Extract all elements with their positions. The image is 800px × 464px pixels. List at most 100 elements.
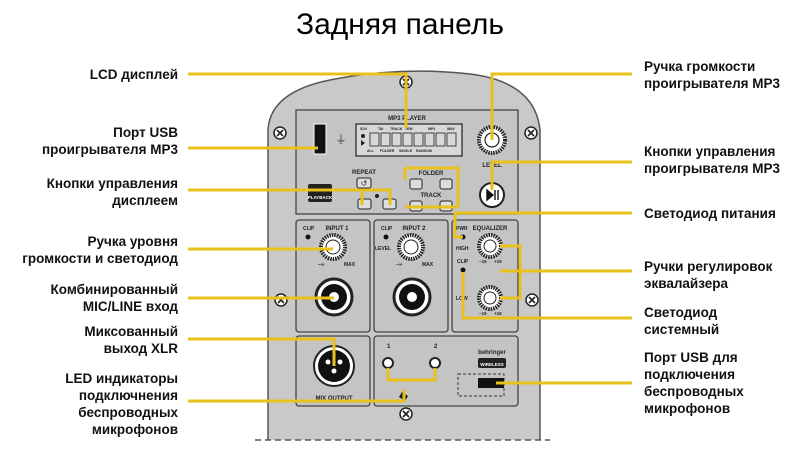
lcd-bottom-label: ALL	[367, 149, 375, 153]
label-line: проигрывателя MP3	[644, 76, 781, 91]
clip-label: CLIP	[303, 226, 315, 232]
pwr-label: PWR	[456, 226, 468, 232]
label-line: микрофонов	[91, 422, 178, 437]
label-line: системный	[644, 322, 720, 337]
label-lcd-display: LCD дисплей	[0, 66, 178, 83]
folder-label: FOLDER	[419, 171, 444, 177]
label-system-led: Светодиод системный	[644, 304, 800, 338]
folder-prev-button[interactable]	[409, 178, 423, 190]
label-line: микрофонов	[644, 401, 731, 416]
label-line: Ручка громкости	[644, 59, 756, 74]
label-mp3-buttons: Кнопки управления проигрывателя MP3	[644, 143, 800, 177]
lcd-bottom-label: SINGLE	[399, 149, 413, 153]
label-usb-mp3-port: Порт USB проигрывателя MP3	[0, 124, 178, 158]
input2-label: INPUT 2	[402, 226, 426, 232]
callout-lines	[188, 72, 632, 403]
label-line: Ручка уровня	[87, 234, 178, 249]
lcd-top-label: WAV	[447, 127, 455, 131]
mic1-led	[382, 357, 394, 369]
lcd-dot-icon	[361, 134, 365, 138]
label-level-knob: Ручка уровня громкости и светодиод	[0, 233, 178, 267]
lcd-top-label: TRACK	[390, 127, 403, 131]
display-button-left[interactable]	[357, 198, 372, 210]
label-line: Светодиод питания	[644, 206, 776, 221]
eq-min-label: −15	[479, 259, 487, 264]
clip-label: CLIP	[381, 226, 393, 232]
max-label: MAX	[344, 262, 356, 268]
label-display-buttons: Кнопки управления дисплеем	[0, 175, 178, 209]
label-mp3-volume-knob: Ручка громкости проигрывателя MP3	[644, 58, 800, 92]
label-wireless-usb-port: Порт USB для подключения беспроводных ми…	[644, 349, 800, 417]
label-line: LED индикаторы	[65, 371, 178, 386]
wireless-usb-port[interactable]	[478, 378, 504, 388]
usb-icon: ⏚	[336, 133, 347, 146]
lcd-bottom-label: FOLDER	[380, 149, 395, 153]
label-line: Миксованный	[84, 324, 178, 339]
label-line: Светодиод	[644, 305, 718, 320]
label-line: Кнопки управления	[46, 176, 178, 191]
wireless-badge-label: WIRELESS	[480, 362, 504, 367]
label-line: дисплеем	[112, 193, 178, 208]
label-line: Порт USB для	[644, 350, 738, 365]
label-line: подключнения	[78, 388, 178, 403]
label-line: MIC/LINE вход	[82, 299, 178, 314]
lcd-top-label: SD/I	[360, 127, 367, 131]
min-label: −∞	[318, 262, 325, 268]
mic1-label: 1	[387, 344, 391, 350]
label-line: проигрывателя MP3	[644, 161, 781, 176]
display-indicator-icon	[375, 194, 379, 198]
label-power-led: Светодиод питания	[644, 205, 800, 222]
label-eq-knobs: Ручки регулировок эквалайзера	[644, 258, 800, 292]
label-line: громкости и светодиод	[22, 251, 178, 266]
lcd-top-label: TAI	[378, 127, 383, 131]
mic2-label: 2	[434, 344, 438, 350]
eq-min-label: −15	[479, 311, 487, 316]
repeat-icon: ↺	[361, 179, 368, 188]
playback-label: PLAYBACK	[308, 195, 333, 200]
track-label: TRACK	[421, 193, 443, 199]
lcd-bottom-label: RANDOM	[416, 149, 432, 153]
clip-label: CLIP	[457, 259, 469, 265]
mix-output-label: MIX OUTPUT	[316, 396, 353, 402]
label-line: Ручки регулировок	[644, 259, 773, 274]
lcd-top-label: MP3	[428, 127, 435, 131]
max-label: MAX	[422, 262, 434, 268]
clip-led	[305, 234, 311, 240]
repeat-label: REPEAT	[352, 170, 376, 176]
page-title: Задняя панель	[295, 8, 505, 41]
label-line: подключения	[644, 367, 735, 382]
folder-next-button[interactable]	[439, 178, 453, 190]
label-line: Комбинированный	[50, 282, 178, 297]
eq-max-label: +15	[494, 311, 502, 316]
label-combo-input: Комбинированный MIC/LINE вход	[0, 281, 178, 315]
label-line: Порт USB	[113, 125, 178, 140]
system-led	[460, 267, 466, 273]
lcd-digits	[369, 132, 457, 147]
label-line: Кнопки управления	[644, 144, 776, 159]
label-line: беспроводных	[644, 384, 744, 399]
mic2-led	[429, 357, 441, 369]
brand-label: behringer	[478, 350, 506, 356]
lcd-top-label: TEM	[405, 127, 412, 131]
label-line: проигрывателя MP3	[41, 142, 178, 157]
level-side-label: LEVEL	[375, 246, 391, 252]
input1-label: INPUT 1	[325, 226, 349, 232]
high-label: HIGH	[456, 246, 469, 252]
label-line: LCD дисплей	[89, 67, 178, 82]
clip-led	[383, 234, 389, 240]
eq-max-label: +15	[494, 259, 502, 264]
lcd-play-icon	[361, 140, 365, 146]
label-line: беспроводных	[78, 405, 178, 420]
label-xlr-output: Миксованный выход XLR	[0, 323, 178, 357]
play-pause-icon	[486, 188, 499, 202]
wireless-badge	[478, 358, 506, 368]
label-line: эквалайзера	[644, 276, 729, 291]
equalizer-label: EQUALIZER	[473, 226, 508, 232]
repeat-button[interactable]	[356, 177, 372, 189]
min-label: −∞	[396, 262, 403, 268]
label-line: выход XLR	[103, 341, 178, 356]
label-wireless-leds: LED индикаторы подключнения беспроводных…	[0, 370, 178, 438]
wireless-section	[373, 335, 519, 407]
lcd-display	[355, 123, 463, 157]
